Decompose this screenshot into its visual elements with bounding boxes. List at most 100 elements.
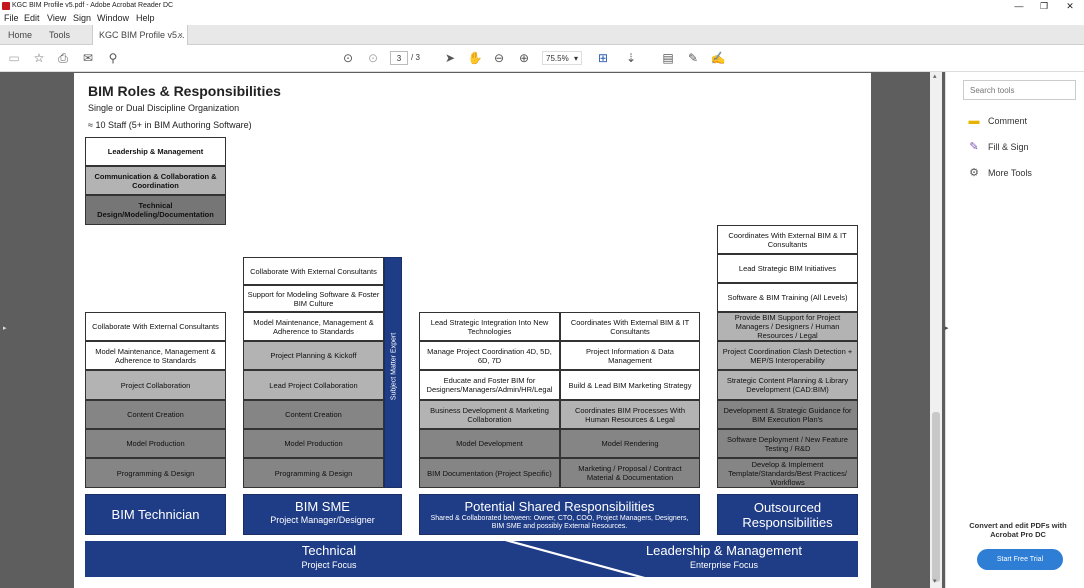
menu-help[interactable]: Help [136, 13, 155, 23]
next-page-icon[interactable]: ⊙ [367, 51, 379, 65]
legend-technical: Technical Design/Modeling/Documentation [85, 195, 226, 225]
hand-tool-icon[interactable]: ✋ [467, 51, 483, 65]
header-bim-sme-title: BIM SME [295, 499, 350, 514]
close-button[interactable]: ✕ [1066, 1, 1074, 11]
scroll-mode-icon[interactable]: ⇣ [625, 51, 637, 65]
comment-bubble-icon: ▬ [968, 115, 980, 127]
header-shared: Potential Shared Responsibilities Shared… [419, 494, 700, 535]
page-fit-icon[interactable]: ⊞ [597, 51, 609, 65]
header-outsourced: Outsourced Responsibilities [717, 494, 858, 535]
toolbar: ▭ ☆ ⎙ ✉ ⚲ ⊙ ⊙ 3 / 3 ➤ ✋ ⊖ ⊕ 75.5% ▾ ⊞ ⇣ ▤… [0, 45, 1084, 72]
maximize-button[interactable]: ❐ [1039, 1, 1049, 11]
zoom-in-icon[interactable]: ⊕ [518, 51, 530, 65]
legend-communication: Communication & Collaboration & Coordina… [85, 166, 226, 195]
legend-leadership: Leadership & Management [85, 137, 226, 166]
slide-subtitle: Single or Dual Discipline Organization [88, 103, 240, 113]
window-title: KGC BIM Profile v5.pdf - Adobe Acrobat R… [12, 2, 174, 9]
bar-leadership-subtitle: Enterprise Focus [689, 560, 759, 570]
page-number-input[interactable]: 3 [390, 51, 408, 65]
promo-text: Convert and edit PDFs with Acrobat Pro D… [969, 521, 1067, 539]
outsourced-cell: Software & BIM Training (All Levels) [717, 283, 858, 312]
tab-document-label: KGC BIM Profile v5... [99, 30, 185, 40]
tech-cell: Project Collaboration [85, 370, 226, 400]
outsourced-cell: Develop & Implement Template/Standards/B… [717, 458, 858, 488]
outsourced-cell: Strategic Content Planning & Library Dev… [717, 370, 858, 400]
scroll-up-icon[interactable]: ▴ [933, 73, 937, 80]
shared-cell: Manage Project Coordination 4D, 5D, 6D, … [419, 341, 560, 370]
sme-cell: Model Production [243, 429, 384, 458]
acrobat-logo-icon [2, 2, 10, 10]
page-total: / 3 [411, 53, 420, 62]
menu-file[interactable]: File [4, 13, 19, 23]
chevron-down-icon: ▾ [573, 54, 578, 63]
print-icon[interactable]: ⎙ [58, 50, 68, 65]
save-icon[interactable]: ▭ [8, 51, 20, 65]
sme-cell: Collaborate With External Consultants [243, 257, 384, 285]
shared-cell: Coordinates BIM Processes With Human Res… [560, 400, 700, 429]
outsourced-cell: Coordinates With External BIM & IT Consu… [717, 225, 858, 254]
zoom-out-icon[interactable]: ⊖ [493, 51, 505, 65]
shared-cell: Model Development [419, 429, 560, 458]
sme-cell: Model Maintenance, Management & Adherenc… [243, 312, 384, 341]
outsourced-cell: Lead Strategic BIM Initiatives [717, 254, 858, 283]
zoom-value: 75.5% [546, 54, 569, 63]
bar-technical-title: Technical [301, 543, 357, 558]
zoom-select[interactable]: 75.5% ▾ [542, 51, 582, 65]
shared-cell: Model Rendering [560, 429, 700, 458]
header-bim-technician: BIM Technician [85, 494, 226, 535]
header-bim-sme-subtitle: Project Manager/Designer [270, 515, 375, 525]
menu-view[interactable]: View [47, 13, 67, 23]
highlight-pen-icon[interactable]: ✎ [687, 51, 699, 65]
vertical-scrollbar[interactable]: ▴ ▾ [930, 72, 942, 588]
tab-close-icon[interactable]: × [177, 30, 183, 40]
bookmark-star-icon[interactable]: ☆ [33, 51, 45, 65]
slide-staff-note: ≈ 10 Staff (5+ in BIM Authoring Software… [88, 120, 252, 130]
previous-page-icon[interactable]: ⊙ [342, 51, 354, 65]
scroll-down-icon[interactable]: ▾ [933, 578, 937, 585]
fill-sign-pen-icon: ✎ [969, 141, 979, 153]
bar-leadership-title: Leadership & Management [645, 543, 803, 558]
shared-cell: Business Development & Marketing Collabo… [419, 400, 560, 429]
sign-icon[interactable]: ✍ [710, 51, 726, 65]
outsourced-cell: Development & Strategic Guidance for BIM… [717, 400, 858, 429]
comment-icon[interactable]: ▤ [662, 51, 674, 65]
tech-cell: Model Maintenance, Management & Adherenc… [85, 341, 226, 370]
tool-comment-label: Comment [988, 116, 1028, 126]
email-icon[interactable]: ✉ [82, 51, 94, 65]
sme-cell: Support for Modeling Software & Foster B… [243, 285, 384, 312]
scrollbar-thumb[interactable] [932, 412, 940, 582]
select-cursor-icon[interactable]: ➤ [444, 51, 456, 65]
tab-tools[interactable]: Tools [49, 30, 71, 40]
shared-cell: Marketing / Proposal / Contract Material… [560, 458, 700, 488]
tab-document[interactable]: KGC BIM Profile v5... × [92, 25, 188, 45]
collapse-pane-icon[interactable]: ▸ [945, 325, 949, 332]
search-tools-input[interactable] [963, 80, 1076, 100]
menu-edit[interactable]: Edit [24, 13, 40, 23]
header-bim-sme: BIM SME Project Manager/Designer [243, 494, 402, 535]
tech-cell: Collaborate With External Consultants [85, 312, 226, 341]
shared-cell: BIM Documentation (Project Specific) [419, 458, 560, 488]
more-tools-icon: ⚙ [969, 167, 979, 179]
search-icon[interactable]: ⚲ [108, 51, 118, 65]
left-panel-toggle-icon[interactable]: ▸ [3, 325, 7, 332]
sme-cell: Content Creation [243, 400, 384, 429]
sme-cell: Project Planning & Kickoff [243, 341, 384, 370]
menu-window[interactable]: Window [97, 13, 130, 23]
outsourced-cell: Provide BIM Support for Project Managers… [717, 312, 858, 341]
focus-bar-bg [85, 541, 858, 577]
sme-cell: Lead Project Collaboration [243, 370, 384, 400]
focus-bar [85, 541, 858, 577]
shared-cell: Educate and Foster BIM for Designers/Man… [419, 370, 560, 400]
tab-home[interactable]: Home [8, 30, 33, 40]
tech-cell: Content Creation [85, 400, 226, 429]
tool-fill-sign-label: Fill & Sign [988, 142, 1029, 152]
tab-bar: Home Tools KGC BIM Profile v5... × [0, 25, 1084, 45]
minimize-button[interactable]: — [1014, 1, 1024, 11]
slide-title: BIM Roles & Responsibilities [88, 83, 281, 99]
sme-vertical-bar: Subject Matter Expert [384, 257, 402, 488]
shared-cell: Lead Strategic Integration Into New Tech… [419, 312, 560, 341]
outsourced-cell: Project Coordination Clash Detection + M… [717, 341, 858, 370]
menu-sign[interactable]: Sign [73, 13, 92, 23]
start-free-trial-button[interactable]: Start Free Trial [977, 549, 1063, 570]
tool-more-tools-label: More Tools [988, 168, 1032, 178]
